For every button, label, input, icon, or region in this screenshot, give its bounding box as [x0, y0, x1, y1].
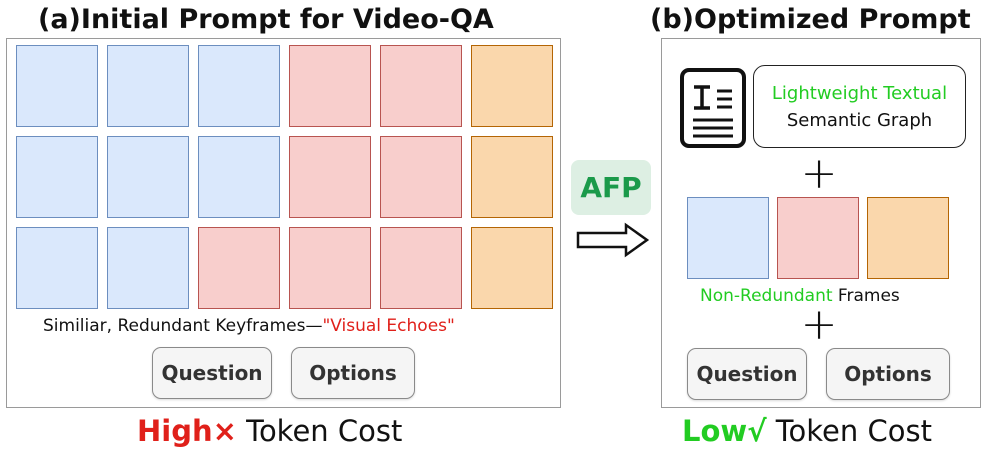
keyframe-orange	[471, 45, 553, 127]
low-token-cost: Low√ Token Cost	[682, 417, 932, 446]
redundant-keyframes-caption: Similiar, Redundant Keyframes—"Visual Ec…	[43, 318, 455, 335]
caption-text: Similiar, Redundant Keyframes—	[43, 316, 323, 336]
keyframe-blue	[16, 136, 98, 218]
token-cost-label: Token Cost	[766, 414, 932, 448]
keyframe-red	[289, 227, 371, 309]
plus-icon: +	[800, 148, 838, 199]
semantic-graph-label: Semantic Graph	[786, 109, 933, 131]
frame-orange	[867, 197, 949, 279]
high-token-cost: High× Token Cost	[137, 417, 402, 446]
keyframe-blue	[16, 45, 98, 127]
keyframe-blue	[16, 227, 98, 309]
semantic-graph-box: Lightweight Textual Semantic Graph	[753, 65, 966, 148]
lightweight-textual-label: Lightweight Textual	[771, 82, 948, 104]
non-redundant-label: Non-Redundant	[700, 286, 833, 306]
token-cost-label: Token Cost	[236, 414, 403, 448]
afp-badge: AFP	[571, 160, 651, 215]
keyframe-orange	[471, 136, 553, 218]
options-button[interactable]: Options	[826, 348, 950, 400]
keyframe-red	[289, 45, 371, 127]
question-button[interactable]: Question	[152, 347, 272, 399]
high-label: High	[137, 414, 213, 448]
right-panel-title: (b)Optimized Prompt	[650, 4, 971, 35]
frames-label: Frames	[832, 286, 900, 306]
text-document-icon	[680, 68, 746, 148]
frame-blue	[687, 197, 769, 279]
keyframe-blue	[107, 45, 189, 127]
question-button[interactable]: Question	[687, 348, 807, 400]
keyframe-blue	[107, 136, 189, 218]
keyframe-blue	[107, 227, 189, 309]
optimized-prompt-panel: Lightweight Textual Semantic Graph + Non…	[661, 38, 981, 408]
right-arrow-icon	[576, 222, 650, 258]
keyframe-blue	[198, 136, 280, 218]
keyframe-blue	[198, 45, 280, 127]
keyframe-red	[380, 136, 462, 218]
options-button[interactable]: Options	[291, 347, 415, 399]
keyframe-red	[289, 136, 371, 218]
keyframe-orange	[471, 227, 553, 309]
initial-prompt-panel: Similiar, Redundant Keyframes—"Visual Ec…	[6, 38, 561, 408]
check-icon: √	[747, 414, 767, 448]
plus-icon: +	[800, 299, 838, 350]
visual-echoes-text: "Visual Echoes"	[322, 316, 455, 336]
low-label: Low	[682, 414, 748, 448]
keyframe-red	[380, 227, 462, 309]
keyframe-red	[198, 227, 280, 309]
left-panel-title: (a)Initial Prompt for Video-QA	[38, 4, 494, 35]
cross-icon: ×	[212, 414, 237, 448]
frame-red	[777, 197, 859, 279]
keyframe-red	[380, 45, 462, 127]
non-redundant-frames-caption: Non-Redundant Frames	[700, 288, 900, 305]
